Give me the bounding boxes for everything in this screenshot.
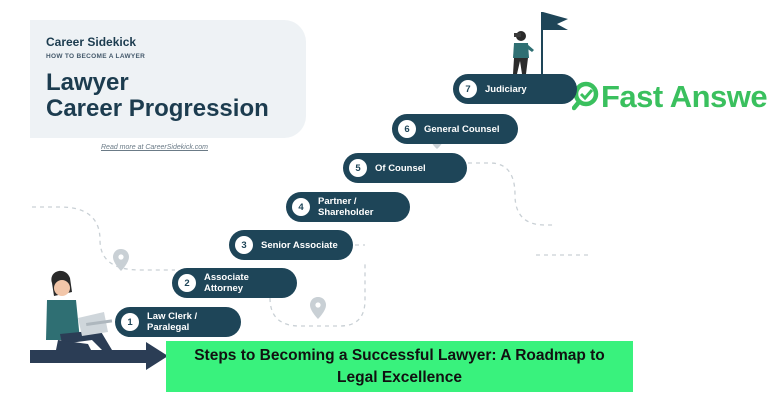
road-arrow [30,342,168,370]
brand-name: Career Sidekick [46,35,137,49]
goal-flag-icon [541,12,568,75]
step-number-badge: 4 [292,198,310,216]
step-label-line: Partner / [318,196,357,207]
title-line-1: Lawyer [46,69,129,96]
step-number-badge: 3 [235,236,253,254]
map-pin-icon [113,249,129,271]
step-5: 5 Of Counsel [343,153,467,183]
step-7: 7 Judiciary [453,74,577,104]
step-number-badge: 1 [121,313,139,331]
map-pin-icon [310,297,326,319]
step-label: General Counsel [424,123,500,135]
caption-line-2: Legal Excellence [337,369,462,386]
step-number-badge: 7 [459,80,477,98]
header-card: Career Sidekick HOW TO BECOME A LAWYER L… [30,20,306,138]
title-line-2: Career Progression [46,95,269,122]
step-3: 3 Senior Associate [229,230,353,260]
step-label: Of Counsel [375,162,426,174]
step-number-badge: 5 [349,159,367,177]
watermark-text: Fast Answer [601,79,768,114]
step-6: 6 General Counsel [392,114,518,144]
magnifier-logo-icon [572,81,599,111]
step-label-line: Paralegal [147,322,190,333]
step-2: 2 Associate Attorney [172,268,297,298]
step-1: 1 Law Clerk / Paralegal [115,307,241,337]
step-label: Partner / Shareholder [318,196,373,218]
step-label-line: Law Clerk / [147,311,198,322]
header-subtitle: HOW TO BECOME A LAWYER [46,53,146,60]
person-with-laptop-illustration [46,270,113,362]
step-number-badge: 2 [178,274,196,292]
step-label: Associate Attorney [204,272,249,294]
caption-line-1: Steps to Becoming a Successful Lawyer: A… [194,347,605,364]
step-label: Law Clerk / Paralegal [147,311,197,333]
step-label: Senior Associate [261,239,338,251]
step-label-line: Shareholder [318,207,374,218]
read-more-link[interactable]: Read more at CareerSidekick.com [101,144,208,151]
page-title: Lawyer Career Progression [46,70,269,122]
step-number-badge: 6 [398,120,416,138]
caption-banner: Steps to Becoming a Successful Lawyer: A… [166,341,633,392]
step-4: 4 Partner / Shareholder [286,192,410,222]
person-with-binoculars-illustration [513,31,534,74]
step-label: Judiciary [485,83,527,95]
